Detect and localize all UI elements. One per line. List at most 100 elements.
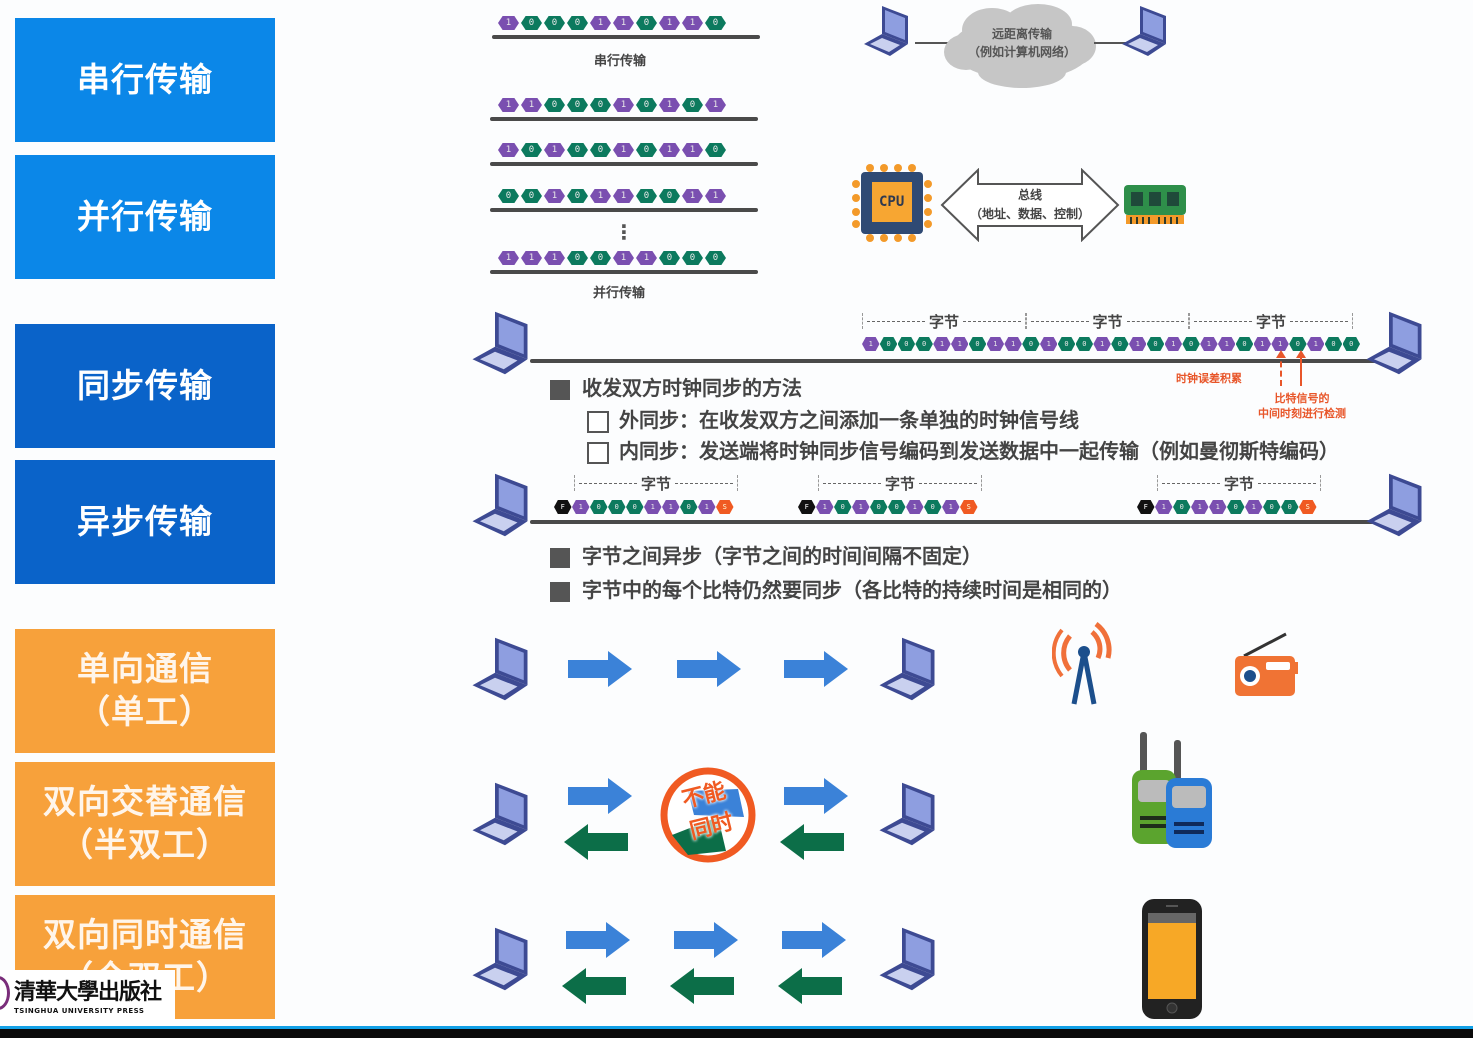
bus-label-line2: （地址、数据、控制） <box>969 207 1090 221</box>
bidirectional-bus-arrow <box>940 168 1120 242</box>
broadcast-antenna-icon <box>1052 622 1112 705</box>
bit-1: 1 <box>498 98 519 112</box>
bit-1: 1 <box>1245 500 1263 514</box>
sidebar-label: 并行传输 <box>77 196 213 236</box>
sidebar-item-simplex[interactable]: 单向通信（单工） <box>15 629 275 753</box>
sync-item-external: 外同步：在收发双方之间添加一条单独的时钟信号线 <box>587 404 1079 433</box>
bit-1: 1 <box>613 251 634 265</box>
bit-0: 0 <box>705 251 726 265</box>
bit-0: 0 <box>590 251 611 265</box>
bit-1: 1 <box>1253 337 1272 351</box>
bit-1: 1 <box>682 16 703 30</box>
bullet-square-icon <box>550 581 570 602</box>
bit-0: 0 <box>544 98 565 112</box>
right-arrow-icon <box>568 778 632 814</box>
bit-0: 0 <box>590 500 608 514</box>
bit-0: 0 <box>626 500 644 514</box>
bit-0: 0 <box>1057 337 1076 351</box>
memory-module-icon <box>1124 185 1186 224</box>
cloud-label-line2: （例如计算机网络） <box>967 45 1076 59</box>
frame-start-bit: F <box>798 500 816 514</box>
bit-0: 0 <box>1324 337 1343 351</box>
bit-1: 1 <box>662 500 680 514</box>
left-arrow-icon <box>670 968 734 1004</box>
async-bullet-text: 字节中的每个比特仍然要同步（各比特的持续时间是相同的） <box>582 578 1122 602</box>
async-byte-span: 字节 <box>574 475 738 493</box>
bit-1: 1 <box>1217 337 1236 351</box>
bit-0: 0 <box>915 337 933 351</box>
bit-1: 1 <box>682 143 703 157</box>
left-arrow-icon <box>564 824 628 860</box>
bit-1: 1 <box>544 143 565 157</box>
right-arrow-icon <box>566 922 630 958</box>
sidebar-item-synchronous[interactable]: 同步传输 <box>15 324 275 448</box>
sidebar-item-half-duplex[interactable]: 双向交替通信（半双工） <box>15 762 275 886</box>
bit-1: 1 <box>986 337 1005 351</box>
parallel-ellipsis: ⋮ <box>614 220 634 244</box>
bit-0: 0 <box>567 189 588 203</box>
clock-error-note: 时钟误差积累 <box>1176 372 1242 385</box>
frame-stop-bit: S <box>716 500 734 514</box>
frame-stop-bit: S <box>960 500 978 514</box>
laptop-icon <box>879 927 935 991</box>
sidebar-item-parallel[interactable]: 并行传输 <box>15 155 275 279</box>
bit-1: 1 <box>816 500 834 514</box>
laptop-icon <box>472 473 528 537</box>
up-arrow-icon <box>1300 354 1302 386</box>
bit-0: 0 <box>498 189 519 203</box>
sidebar-label: 同步传输 <box>77 365 213 405</box>
bit-1: 1 <box>1164 337 1183 351</box>
checkbox-icon <box>587 441 609 464</box>
not-simultaneous-stamp-icon <box>660 767 756 863</box>
bit-0: 0 <box>968 337 987 351</box>
cpu-chip-icon <box>852 164 932 242</box>
laptop-icon <box>879 637 935 701</box>
publisher-name-en: TSINGHUA UNIVERSITY PRESS <box>14 1007 145 1015</box>
bit-0: 0 <box>659 251 680 265</box>
bit-0: 0 <box>680 500 698 514</box>
parallel-wire <box>490 270 758 274</box>
radio-icon <box>1235 632 1298 696</box>
bit-1: 1 <box>906 500 924 514</box>
parallel-wire <box>490 117 758 121</box>
bit-0: 0 <box>705 16 726 30</box>
bit-1: 1 <box>1306 337 1325 351</box>
bit-1: 1 <box>613 143 634 157</box>
laptop-icon <box>1366 473 1422 537</box>
bit-0: 0 <box>924 500 942 514</box>
bit-1: 1 <box>544 189 565 203</box>
bit-0: 0 <box>1281 500 1299 514</box>
bit-1: 1 <box>682 189 703 203</box>
bit-1: 1 <box>933 337 951 351</box>
bit-0: 0 <box>682 251 703 265</box>
bit-1: 1 <box>613 16 634 30</box>
bit-0: 0 <box>636 98 657 112</box>
bit-1: 1 <box>852 500 870 514</box>
bit-1: 1 <box>1271 337 1289 351</box>
async-byte-span: 字节 <box>1157 475 1321 493</box>
bit-1: 1 <box>1093 337 1111 351</box>
bit-0: 0 <box>1342 337 1361 351</box>
bit-0: 0 <box>1263 500 1281 514</box>
sidebar-item-serial[interactable]: 串行传输 <box>15 18 275 142</box>
sidebar-label: 双向交替通信 <box>43 782 247 822</box>
bit-1: 1 <box>1004 337 1022 351</box>
bit-0: 0 <box>705 143 726 157</box>
bit-1: 1 <box>644 500 662 514</box>
laptop-icon <box>1366 311 1422 375</box>
bit-0: 0 <box>870 500 888 514</box>
bit-1: 1 <box>613 189 634 203</box>
bit-0: 0 <box>659 189 680 203</box>
bit-0: 0 <box>567 143 588 157</box>
bit-0: 0 <box>521 189 542 203</box>
sidebar-item-asynchronous[interactable]: 异步传输 <box>15 460 275 584</box>
bit-1: 1 <box>659 16 680 30</box>
sidebar-label: 串行传输 <box>77 59 213 99</box>
bit-1: 1 <box>950 337 969 351</box>
sidebar-label: 单向通信 <box>77 649 213 689</box>
bit-0: 0 <box>1075 337 1094 351</box>
left-arrow-icon <box>562 968 626 1004</box>
